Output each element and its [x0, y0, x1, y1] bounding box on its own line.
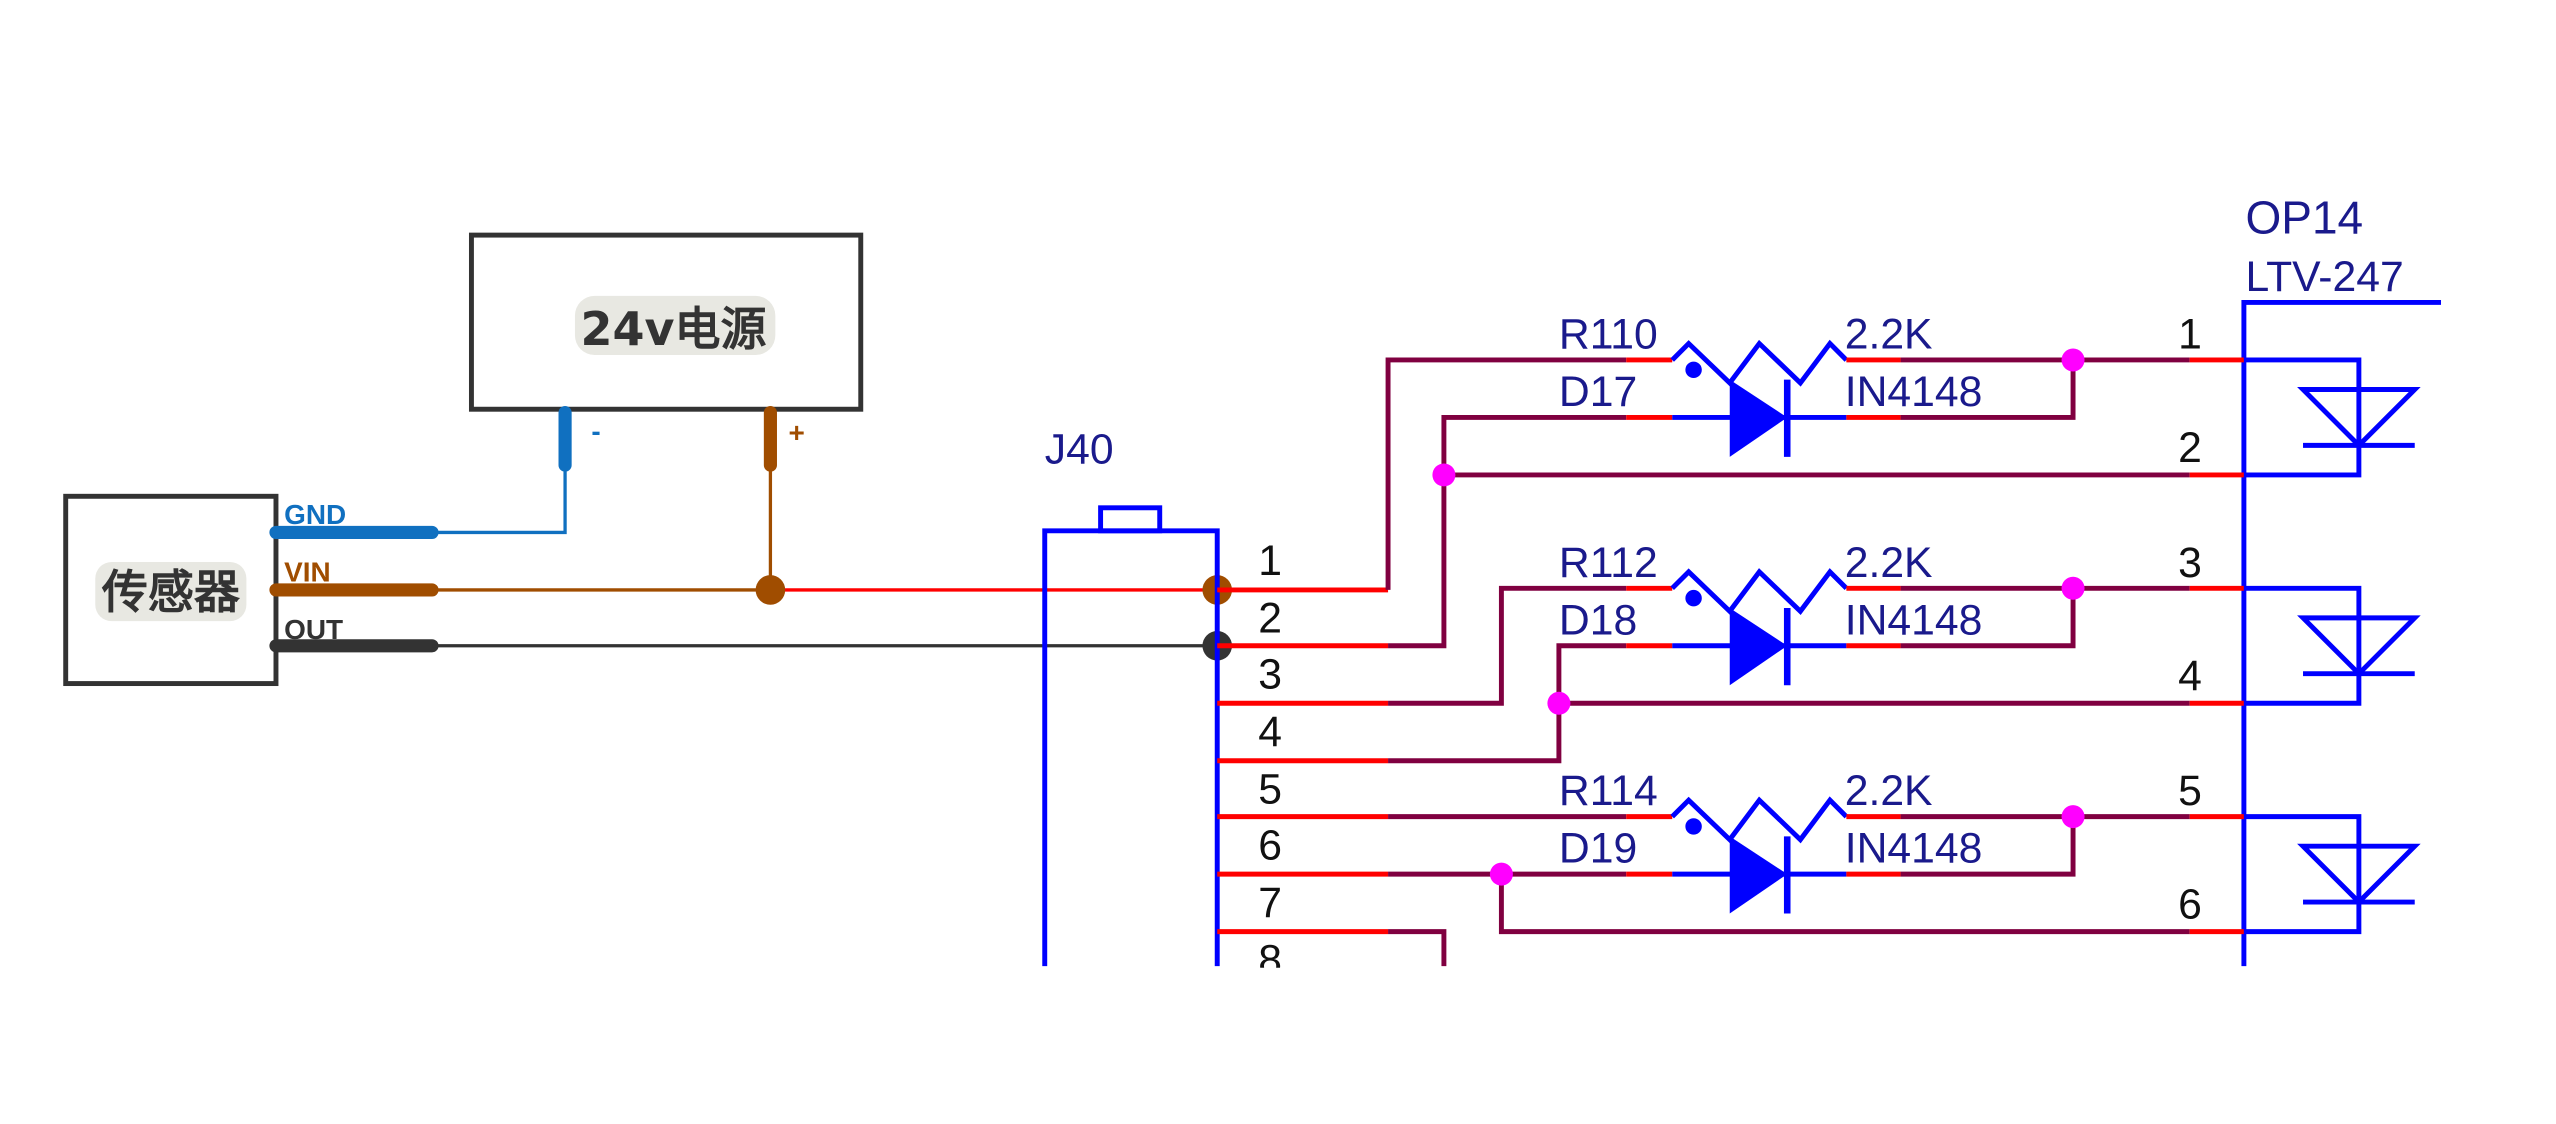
op14-pin-4: 4 — [2178, 652, 2202, 700]
j40-pin-7: 7 — [1258, 879, 1282, 927]
j40-pin-6: 6 — [1258, 821, 1282, 869]
resistor-r112-symbol — [1670, 568, 1849, 615]
resistor-r110-value: 2.2K — [1845, 310, 1933, 358]
junction-c — [1547, 691, 1571, 715]
resistor-r110-ref: R110 — [1559, 310, 1658, 358]
resistor-r114-symbol — [1670, 796, 1849, 844]
r114-pin1-dot — [1685, 818, 1702, 835]
diode-d19-symbol — [1729, 836, 1788, 914]
net-j40-2-d17 — [1388, 414, 1627, 649]
optocoupler-op14: OP14 LTV-247 1 2 3 4 5 6 — [2178, 191, 2442, 967]
j40-pin-5: 5 — [1258, 765, 1282, 813]
power-supply-label-bg — [574, 295, 776, 356]
op14-part: LTV-247 — [2246, 253, 2404, 301]
net-j40-3-r112 — [1388, 585, 1627, 706]
op14-ref: OP14 — [2246, 191, 2364, 243]
resistor-r112-value: 2.2K — [1845, 539, 1933, 587]
junction-f — [2061, 805, 2085, 829]
j40-pin-2: 2 — [1258, 595, 1282, 643]
power-supply-label: 24v电源 — [581, 302, 767, 356]
j40-pin-3: 3 — [1258, 650, 1282, 698]
op14-led-2 — [2243, 585, 2421, 706]
op14-body — [2241, 299, 2442, 967]
junction-b — [2061, 348, 2085, 372]
diode-d19-part: IN4148 — [1845, 825, 1983, 873]
resistor-r112-ref: R112 — [1559, 539, 1658, 587]
j40-pin-4: 4 — [1258, 708, 1282, 756]
diode-d19-ref: D19 — [1559, 825, 1637, 873]
op14-led-3 — [2243, 814, 2421, 935]
diode-d17-symbol — [1729, 379, 1788, 457]
op14-led-1 — [2243, 357, 2421, 478]
j40-pin-stubs — [1217, 587, 1389, 935]
diode-d18-part: IN4148 — [1845, 596, 1983, 644]
j40-body — [1042, 528, 1220, 967]
sensor-pin-gnd: GND — [284, 499, 346, 530]
j40-ref: J40 — [1045, 425, 1114, 473]
op14-pin-stubs — [2189, 357, 2244, 935]
j40-pin-1: 1 — [1258, 537, 1282, 585]
sensor-block: 传感器 GND VIN OUT — [63, 493, 346, 687]
supply-pos-label: + — [788, 417, 804, 448]
net-junctions — [1432, 348, 2085, 886]
diode-d18-symbol — [1729, 607, 1788, 686]
crop-mask — [985, 967, 2556, 1124]
junction-d — [2061, 576, 2085, 600]
diode-d18-ref: D18 — [1559, 596, 1637, 644]
sensor-pin-vin: VIN — [284, 557, 331, 588]
channel-2: R112 2.2K D18 IN4148 — [1559, 539, 1983, 686]
power-supply-box — [468, 232, 864, 412]
r110-pin1-dot — [1685, 361, 1702, 379]
diode-d17-part: IN4148 — [1845, 368, 1983, 416]
net-ch3-right — [1900, 814, 2076, 877]
vin-junction — [755, 575, 786, 605]
diode-d17-ref: D17 — [1559, 368, 1637, 416]
channel-1: R110 2.2K D17 IN4148 — [1559, 310, 1983, 457]
op14-pin-3: 3 — [2178, 539, 2202, 587]
net-ch2-right — [1900, 585, 2076, 649]
resistor-r114-ref: R114 — [1559, 767, 1658, 815]
resistor-r110-symbol — [1670, 339, 1849, 387]
junction-a — [1432, 463, 1456, 487]
sensor-label: 传感器 — [101, 565, 241, 619]
op14-pin-6: 6 — [2178, 880, 2202, 928]
sensor-label-bg — [95, 562, 247, 622]
resistor-r114-value: 2.2K — [1845, 767, 1933, 815]
r112-pin1-dot — [1685, 589, 1702, 607]
junction-e — [1489, 862, 1513, 886]
op14-pin-2: 2 — [2178, 424, 2202, 472]
op14-pin-5: 5 — [2178, 767, 2202, 815]
net-j40-7 — [1388, 929, 1447, 967]
op14-pin-1: 1 — [2178, 310, 2202, 358]
gnd-wire — [432, 465, 567, 535]
power-supply-block: 24v电源 - + — [468, 232, 864, 472]
net-op-pin6 — [1498, 874, 2190, 935]
net-ch1-right — [1900, 357, 2076, 420]
j40-key — [1098, 505, 1163, 534]
channel-3: R114 2.2K D19 IN4148 — [1559, 767, 1983, 914]
net-j40-1-r110 — [1385, 357, 1627, 590]
supply-neg-label: - — [591, 415, 600, 446]
